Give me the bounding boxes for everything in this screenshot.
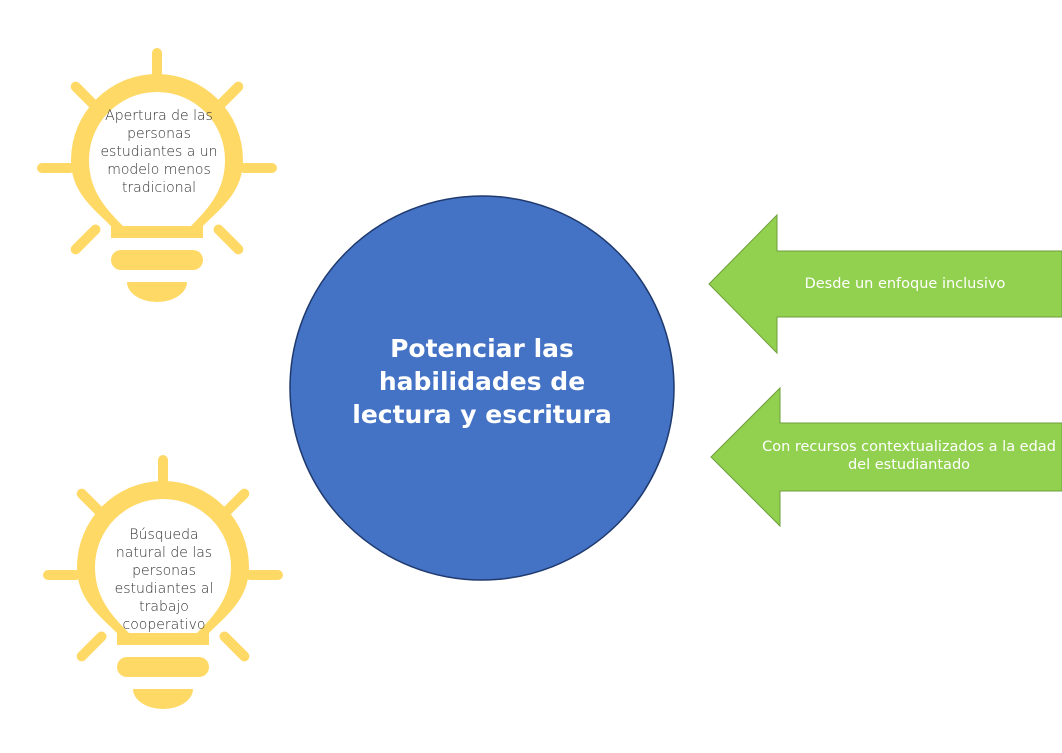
bulb-text-apertura: Apertura de las personas estudiantes a u… [100, 108, 218, 196]
arrow-label-resources: Con recursos contextualizados a la edad … [762, 439, 1056, 473]
arrow-shape-resources [710, 386, 1062, 528]
center-title: Potenciar las habilidades de lectura y e… [352, 334, 612, 429]
central-circle [289, 195, 675, 581]
arrow-label-inclusive: Desde un enfoque inclusivo [804, 276, 1006, 292]
bulb-text-busqueda: Búsqueda natural de las personas estudia… [114, 527, 214, 633]
arrow-shape-inclusive [708, 213, 1062, 355]
